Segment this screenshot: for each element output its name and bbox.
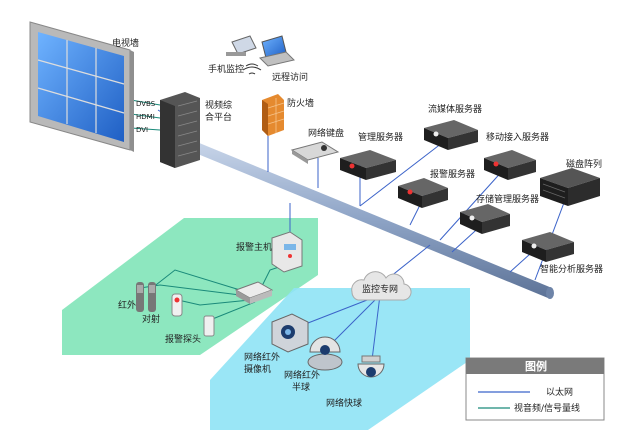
video-platform-label-2: 合平台 <box>205 111 232 123</box>
management-server-label: 管理服务器 <box>358 131 403 143</box>
network-keyboard-icon <box>290 141 340 164</box>
ir-dome-label-1: 网络红外 <box>284 369 320 381</box>
wireless-signal-icon <box>242 63 262 75</box>
video-platform-rack <box>160 92 200 168</box>
monitoring-network-cloud-icon <box>351 271 412 301</box>
legend-signal-label: 视音频/信号量线 <box>514 402 580 414</box>
mobile-access-server-label: 移动接入服务器 <box>486 131 549 143</box>
alarm-host-icon <box>271 231 303 273</box>
mobile-monitor-label: 手机监控 <box>208 63 244 75</box>
legend-header <box>466 358 604 374</box>
speed-dome-label: 网络快球 <box>326 397 362 409</box>
hdmi-label: HDMI <box>136 113 155 121</box>
network-keyboard-label: 网络键盘 <box>308 127 344 139</box>
mobile-access-server-icon <box>484 150 536 180</box>
alarm-probe-label: 报警探头 <box>165 333 201 345</box>
firewall-label: 防火墙 <box>287 97 314 109</box>
infrared-label-1: 红外 <box>118 299 136 311</box>
video-platform-label-1: 视频综 <box>205 99 232 111</box>
alarm-switch-icon <box>234 281 274 304</box>
storage-mgmt-server-icon <box>460 204 510 234</box>
legend-title: 图例 <box>525 359 547 373</box>
av-signal-links <box>130 99 286 321</box>
streaming-server-icon <box>424 120 478 150</box>
legend: 图例 以太网 视音频/信号量线 <box>465 357 605 421</box>
network-ir-camera-icon <box>271 313 309 353</box>
ir-camera-label-1: 网络红外 <box>244 351 280 363</box>
smart-analysis-server-icon <box>522 232 574 262</box>
disk-array-icon <box>540 168 600 206</box>
video-wall <box>29 21 134 152</box>
smart-analysis-server-label: 智能分析服务器 <box>540 263 603 275</box>
network-ir-dome-icon <box>307 336 343 371</box>
alarm-server-label: 报警服务器 <box>430 168 475 180</box>
video-wall-label: 电视墙 <box>112 37 139 49</box>
mobile-device-icon <box>226 35 257 56</box>
storage-mgmt-server-label: 存储管理服务器 <box>476 193 539 205</box>
alarm-server-icon <box>398 178 448 208</box>
dvbs-label: DVBS <box>136 100 156 108</box>
infrared-beam-icon <box>136 282 156 312</box>
alarm-zone-background <box>62 218 318 355</box>
alarm-probe-icon <box>171 293 215 337</box>
alarm-host-label: 报警主机 <box>236 241 272 253</box>
dvi-label: DVI <box>136 126 148 134</box>
network-speed-dome-icon <box>357 355 385 378</box>
ir-camera-label-2: 摄像机 <box>244 363 271 375</box>
ir-dome-label-2: 半球 <box>292 381 310 393</box>
streaming-server-label: 流媒体服务器 <box>428 103 482 115</box>
firewall-icon <box>262 94 285 136</box>
management-server-icon <box>340 150 396 180</box>
laptop-icon <box>259 35 295 67</box>
legend-ethernet-label: 以太网 <box>546 386 573 398</box>
infrared-label-2: 对射 <box>142 313 160 325</box>
remote-access-label: 远程访问 <box>272 71 308 83</box>
monitoring-network-label: 监控专网 <box>362 283 398 295</box>
disk-array-label: 磁盘阵列 <box>566 158 602 170</box>
